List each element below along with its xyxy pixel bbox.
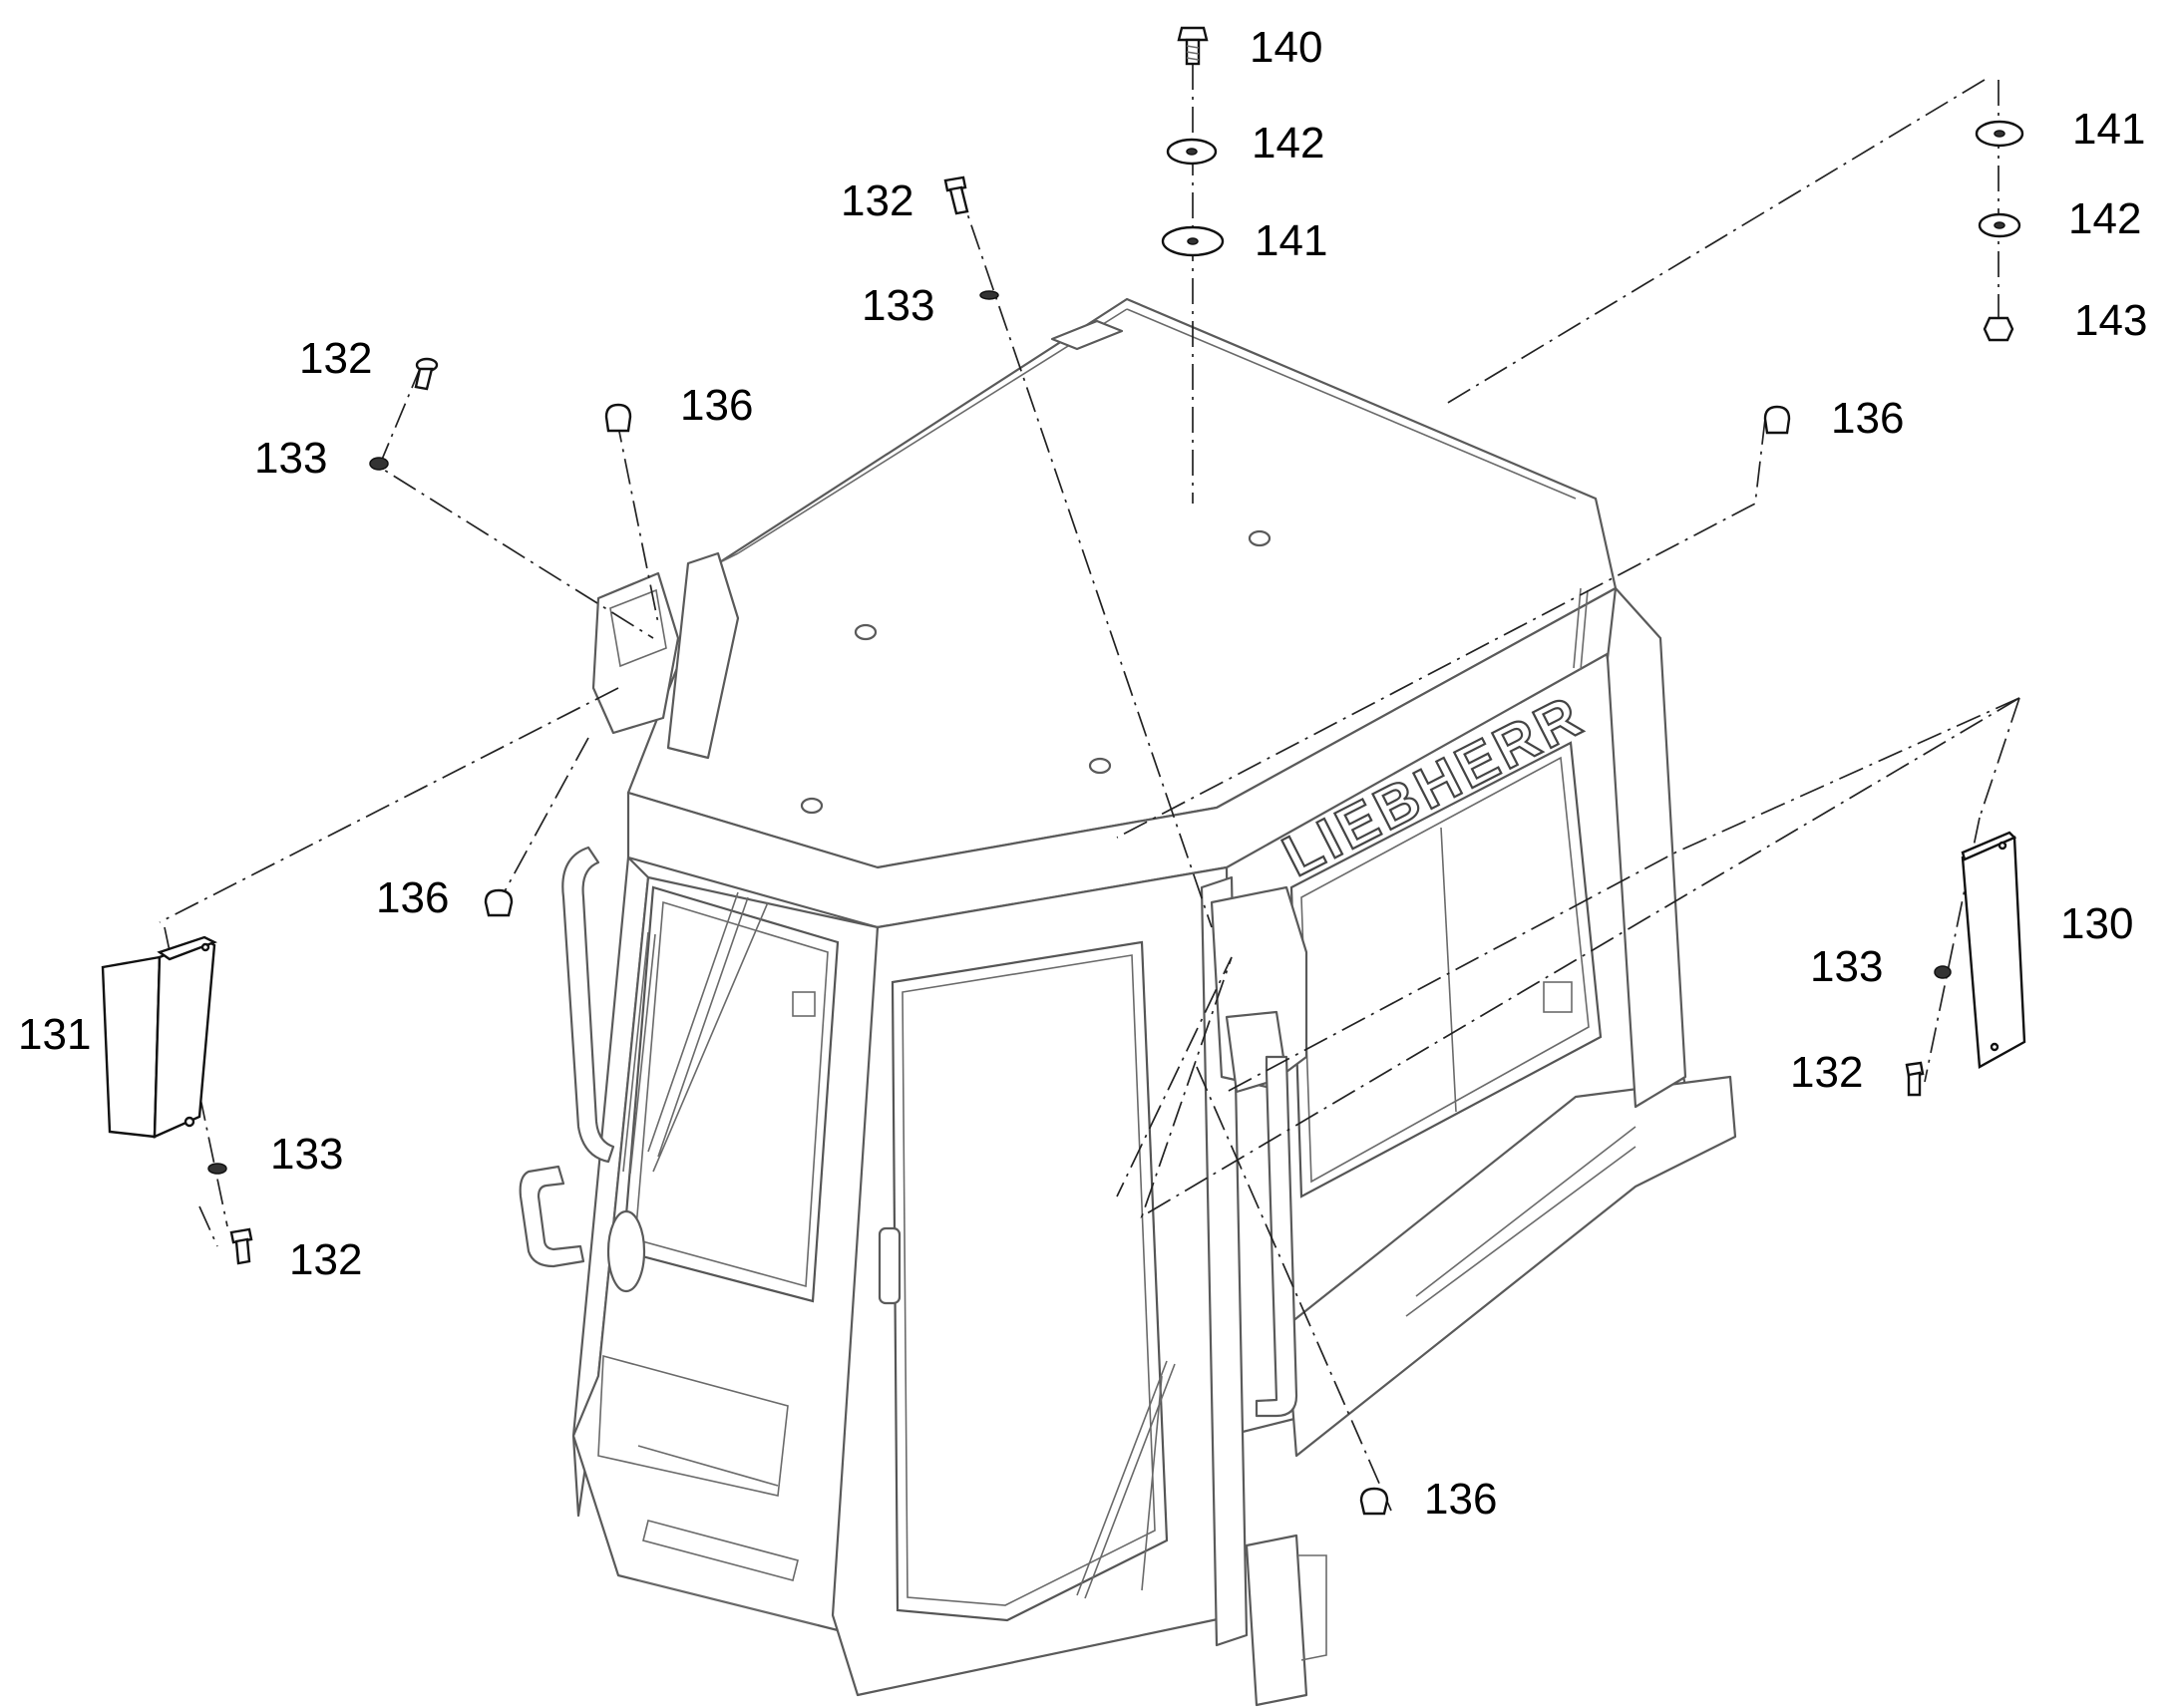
- bracket-130-icon: [1961, 831, 2026, 1069]
- front-light-block: [591, 571, 680, 735]
- washer-133-left-icon: [369, 457, 389, 471]
- callout-140: 140: [1250, 23, 1322, 72]
- front-grab-handle: [519, 1165, 585, 1268]
- door-wiper-arm: [1076, 1360, 1176, 1599]
- callout-133-lowleft: 133: [270, 1130, 343, 1179]
- roof-stud: [1088, 757, 1112, 775]
- washer-133-center-icon: [979, 290, 999, 300]
- front-window-sticker: [792, 991, 816, 1017]
- callout-142-right: 142: [2068, 194, 2141, 243]
- callout-136-left: 136: [376, 873, 449, 922]
- callout-130: 130: [2060, 899, 2133, 948]
- plug-136-bottom-icon: [1359, 1487, 1389, 1516]
- callout-132-right: 132: [1790, 1048, 1863, 1097]
- cab-side-window: [1289, 741, 1603, 1198]
- bolt-132-lowleft-icon: [229, 1227, 253, 1265]
- callout-132-left: 132: [299, 334, 372, 383]
- bracket-131-icon: [101, 935, 217, 1139]
- bolt-132-right-icon: [1905, 1061, 1925, 1097]
- callout-142-top: 142: [1252, 119, 1324, 168]
- left-handrail: [561, 846, 615, 1164]
- callout-133-left: 133: [254, 434, 327, 483]
- callout-141-right: 141: [2072, 105, 2145, 154]
- front-wiper-arm: [647, 891, 769, 1173]
- plug-136-topleft-icon: [604, 403, 632, 433]
- cab-front-window: [621, 885, 840, 1303]
- cab-rear-panel: [1606, 586, 1687, 1109]
- callout-132-lowleft: 132: [289, 1235, 362, 1284]
- side-window-sticker: [1543, 981, 1573, 1013]
- washer-133-right-icon: [1934, 965, 1952, 979]
- nut-143-icon: [1983, 316, 2014, 342]
- callout-136-bottom: 136: [1424, 1475, 1497, 1524]
- callout-131: 131: [18, 1010, 91, 1059]
- bolt-140-icon: [1177, 26, 1209, 66]
- bolt-132-center-icon: [943, 175, 969, 215]
- callout-labels: 140 142 141 141 142 143 132 133 132 133 …: [18, 23, 2147, 1524]
- cab-assembly: LIEBHERR: [519, 297, 1737, 1707]
- wiper-motor: [606, 1209, 646, 1293]
- door-lower-hinge: [1245, 1534, 1308, 1707]
- callout-143-right: 143: [2074, 296, 2147, 345]
- callout-133-right: 133: [1810, 942, 1883, 991]
- door-handle: [878, 1226, 902, 1305]
- plug-136-topright-icon: [1763, 405, 1791, 435]
- rear-side-handrail: [1255, 1055, 1298, 1418]
- roof-stud: [1248, 529, 1272, 547]
- roof-stud: [854, 623, 878, 641]
- hardware-parts: [101, 26, 2026, 1516]
- callout-136-topright: 136: [1831, 394, 1904, 443]
- cab-door-window: [891, 940, 1169, 1622]
- plug-136-left-icon: [484, 888, 514, 917]
- antenna: [1573, 587, 1589, 671]
- cab-roof-front-block: [666, 551, 740, 760]
- roof-stud: [800, 797, 824, 815]
- callout-132-center: 132: [841, 176, 913, 225]
- callout-136-topleft: 136: [680, 381, 753, 430]
- washer-133-lowleft-icon: [207, 1163, 227, 1175]
- bolt-132-left-icon: [414, 357, 439, 391]
- callout-133-center: 133: [862, 281, 934, 330]
- front-wiper-blade: [622, 931, 656, 1175]
- callout-141-top: 141: [1255, 216, 1327, 265]
- cab-roof-rear-block: [1050, 319, 1124, 351]
- cab-side-skirt: [1284, 1075, 1737, 1458]
